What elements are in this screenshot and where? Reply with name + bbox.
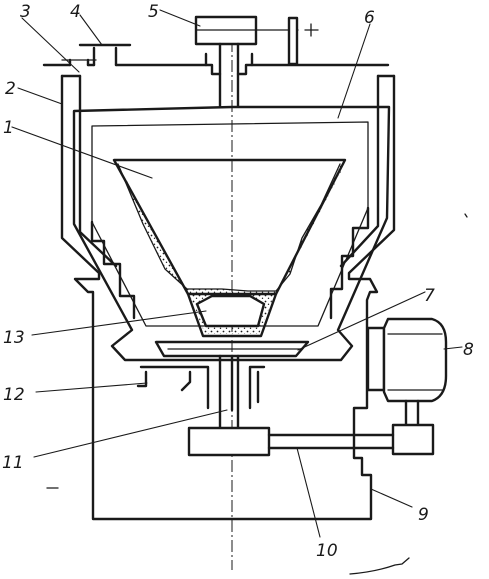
top-drive-motor: [194, 15, 319, 66]
leader-11: [33, 409, 228, 458]
label-13: 13: [3, 328, 25, 348]
leader-7: [297, 291, 426, 351]
leader-10: [296, 447, 321, 538]
drive-shaft: [218, 42, 240, 108]
leader-2: [17, 87, 63, 105]
label-8: 8: [463, 340, 474, 360]
label-9: 9: [418, 505, 429, 525]
label-10: 10: [316, 541, 338, 561]
side-motor: [366, 317, 448, 427]
label-6: 6: [364, 8, 375, 28]
label-4: 4: [70, 2, 81, 22]
callout-labels: 1 2 3 4 5 6 7 8 9 10 11 12 13: [2, 2, 474, 561]
leader-9: [370, 488, 413, 508]
leader-1: [11, 126, 153, 179]
leader-lines: [11, 9, 463, 538]
leader-3: [21, 17, 80, 73]
label-5: 5: [148, 2, 159, 22]
top-bearing: [204, 52, 254, 76]
lower-bearing: [136, 365, 266, 410]
stray-marks: [46, 213, 468, 575]
label-3: 3: [20, 2, 31, 22]
filter-basket: [112, 158, 347, 296]
lower-shaft: [218, 354, 240, 430]
label-12: 12: [3, 385, 25, 405]
discharge-chute: [186, 292, 278, 338]
leader-8: [443, 346, 463, 350]
leader-5: [159, 9, 201, 27]
label-2: 2: [5, 79, 16, 99]
belt-drive: [187, 423, 435, 457]
leader-13: [31, 310, 207, 336]
leader-6: [337, 23, 371, 119]
outlet-pipe: [78, 43, 132, 67]
leader-4: [79, 14, 103, 46]
label-1: 1: [3, 118, 14, 138]
label-7: 7: [424, 286, 435, 306]
leader-12: [35, 382, 148, 393]
discharge-tray: [154, 340, 310, 358]
label-11: 11: [2, 453, 24, 473]
